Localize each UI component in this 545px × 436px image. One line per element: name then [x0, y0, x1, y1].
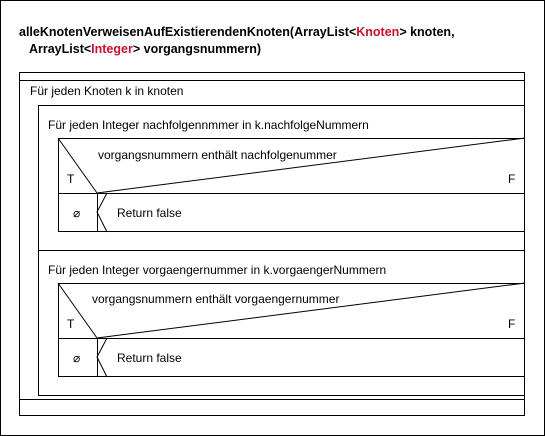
method-name: alleKnotenVerweisenAufExistierendenKnote…	[19, 25, 295, 39]
empty-symbol-2: ⌀	[73, 351, 81, 365]
param2-type-open: ArrayList<	[28, 42, 92, 56]
condition-text-1: vorgangsnummern enthält nachfolgenummer	[98, 148, 337, 162]
inner-loop-label-1: Für jeden Integer nachfolgennmmer in k.n…	[48, 118, 369, 132]
inner-loop-label-2: Für jeden Integer vorgaengernummer in k.…	[48, 263, 387, 277]
param1-type: Knoten	[356, 25, 400, 39]
action-box-1	[97, 193, 525, 232]
param1-type-close: >	[399, 25, 407, 39]
outer-loop-label: Für jeden Knoten k in knoten	[30, 84, 184, 98]
param2-indent	[19, 42, 29, 56]
action-box-2	[97, 338, 525, 377]
param2-type-close: >	[132, 42, 141, 56]
param2-name: vorgangsnummern)	[140, 42, 262, 56]
false-label-1: F	[508, 172, 516, 186]
method-signature: alleKnotenVerweisenAufExistierendenKnote…	[19, 24, 455, 58]
true-label-1: T	[67, 172, 75, 186]
empty-symbol-1: ⌀	[73, 206, 81, 220]
param1-type-open: ArrayList<	[294, 25, 357, 39]
condition-text-2: vorgangsnummern enthält vorgaengernummer	[92, 292, 340, 306]
action-text-2: Return false	[117, 351, 182, 365]
condition-box-1	[58, 138, 525, 194]
action-text-1: Return false	[117, 206, 182, 220]
param2-type: Integer	[91, 42, 133, 56]
param1-name: knoten,	[406, 25, 455, 39]
false-label-2: F	[508, 317, 516, 331]
true-label-2: T	[67, 317, 75, 331]
